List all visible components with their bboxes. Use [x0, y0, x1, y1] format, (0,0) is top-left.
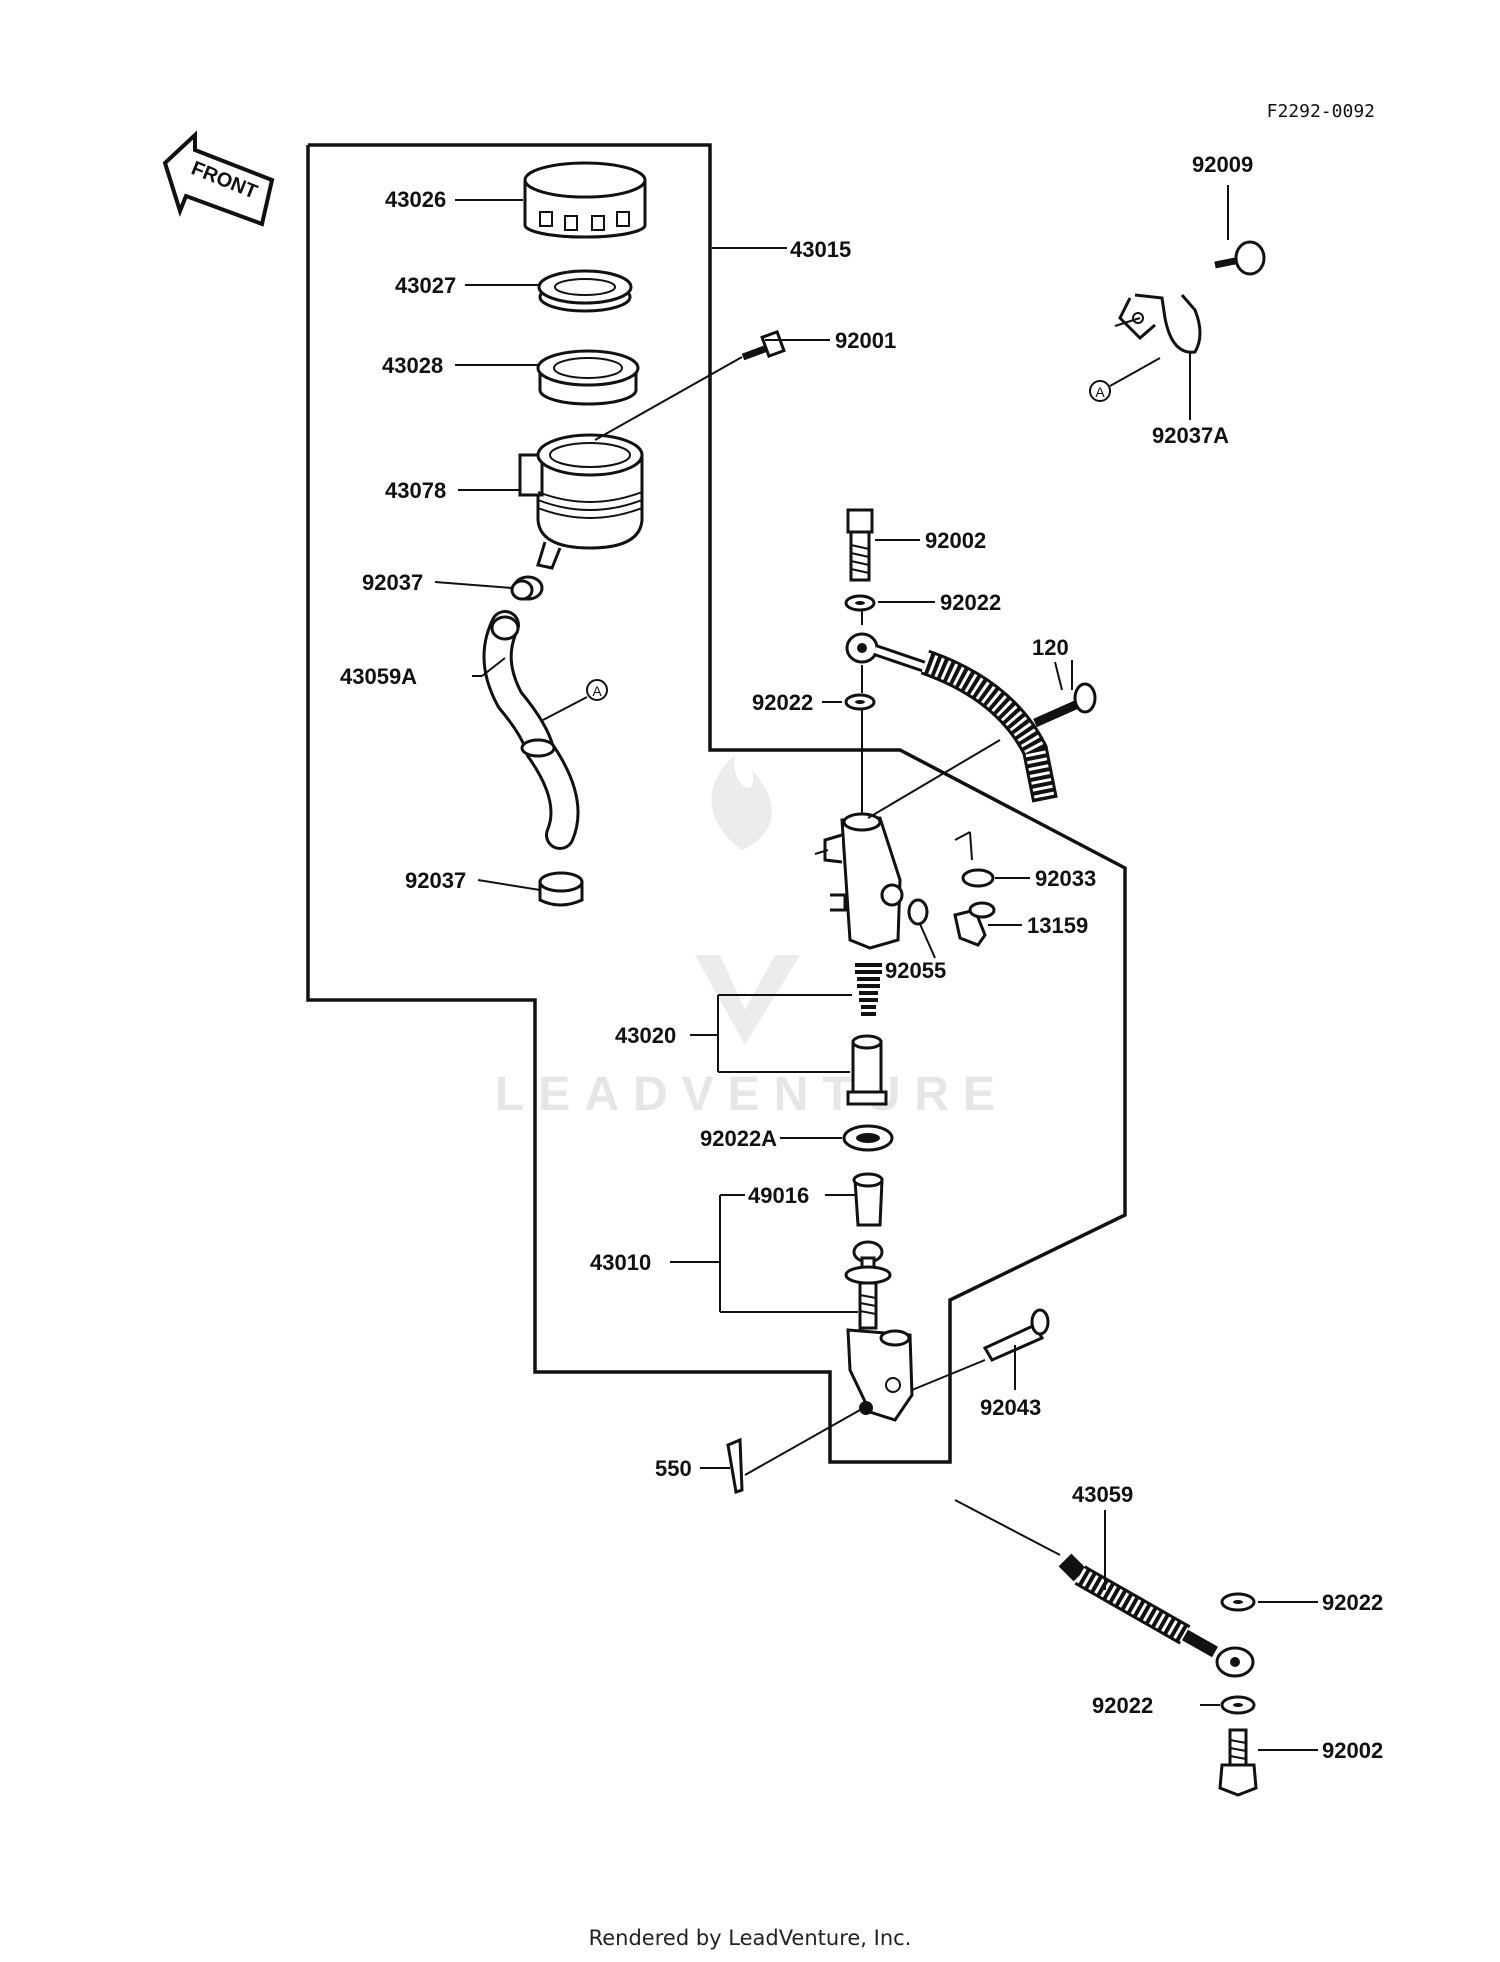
piston [846, 1034, 888, 1106]
label-13159: 13159 [1027, 913, 1088, 938]
front-arrow-icon: FRONT [162, 130, 275, 227]
oring-92055 [907, 898, 929, 926]
callout-a-right: A [1089, 357, 1161, 402]
watermark-text: LEADVENTURE [495, 1068, 1009, 1121]
bolt-120 [1033, 682, 1097, 728]
label-43010: 43010 [590, 1250, 651, 1275]
brake-hose-lower [954, 1499, 1255, 1678]
label-92055: 92055 [885, 958, 946, 983]
svg-text:A: A [592, 683, 602, 699]
label-92001: 92001 [835, 328, 896, 353]
svg-text:A: A [1095, 384, 1105, 400]
fitting-13159 [953, 901, 996, 947]
label-92033: 92033 [1035, 866, 1096, 891]
label-92022-d: 92022 [1092, 1693, 1153, 1718]
label-43015: 43015 [790, 237, 851, 262]
boot-49016 [852, 1172, 884, 1227]
watermark: LEADVENTURE [495, 755, 1009, 1121]
label-550: 550 [655, 1456, 692, 1481]
footer-credit: Rendered by LeadVenture, Inc. [589, 1926, 912, 1950]
label-92037a: 92037A [1152, 423, 1229, 448]
washer-92022-c [1220, 1592, 1256, 1612]
push-rod [844, 1240, 892, 1330]
label-43078: 43078 [385, 478, 446, 503]
oring-92033 [954, 831, 995, 888]
label-92037-bottom: 92037 [405, 868, 466, 893]
hose-clamp-top [510, 575, 544, 601]
callout-a-left: A [542, 679, 608, 721]
part-labels: 43026 43015 43027 43028 92001 43078 9203… [340, 152, 1383, 1763]
bolt-92009 [1214, 240, 1266, 276]
reservoir-cap [523, 161, 647, 239]
label-43027: 43027 [395, 273, 456, 298]
hose-clamp-bottom [538, 871, 584, 907]
reference-code: F2292-0092 [1267, 101, 1375, 122]
reservoir-body [518, 433, 644, 570]
clevis [846, 1328, 914, 1422]
label-92037-top: 92037 [362, 570, 423, 595]
label-92022-a: 92022 [940, 590, 1001, 615]
washer-92022-lower [844, 693, 876, 711]
master-cylinder-body [823, 812, 904, 950]
brake-hose-upper [845, 632, 1058, 803]
pin-92043 [982, 1308, 1050, 1362]
bolt-92002-bottom [1218, 1728, 1258, 1797]
label-43059: 43059 [1072, 1482, 1133, 1507]
label-43028: 43028 [382, 353, 443, 378]
label-49016: 49016 [748, 1183, 809, 1208]
label-92009: 92009 [1192, 152, 1253, 177]
diaphragm-plate [537, 269, 633, 313]
label-92002-top: 92002 [925, 528, 986, 553]
label-43020: 43020 [615, 1023, 676, 1048]
label-92043: 92043 [980, 1395, 1041, 1420]
label-92022a: 92022A [700, 1126, 777, 1151]
reservoir-hose [482, 610, 580, 850]
label-92022-c: 92022 [1322, 1590, 1383, 1615]
assembly-outline [306, 143, 1127, 1464]
label-43026: 43026 [385, 187, 446, 212]
washer-92022-top [844, 594, 876, 612]
bolt-92002-top [846, 508, 874, 582]
screw-92001 [741, 329, 786, 361]
spring [855, 963, 882, 1016]
label-120: 120 [1032, 635, 1069, 660]
cotter-pin-550 [726, 1437, 744, 1494]
diaphragm [536, 349, 640, 406]
leader-lines [434, 185, 1318, 1751]
bracket-92037a [1118, 293, 1202, 354]
label-43059a: 43059A [340, 664, 417, 689]
label-92002-bottom: 92002 [1322, 1738, 1383, 1763]
label-92022-b: 92022 [752, 690, 813, 715]
washer-92022-d [1220, 1695, 1256, 1715]
washer-92022a [842, 1124, 894, 1152]
